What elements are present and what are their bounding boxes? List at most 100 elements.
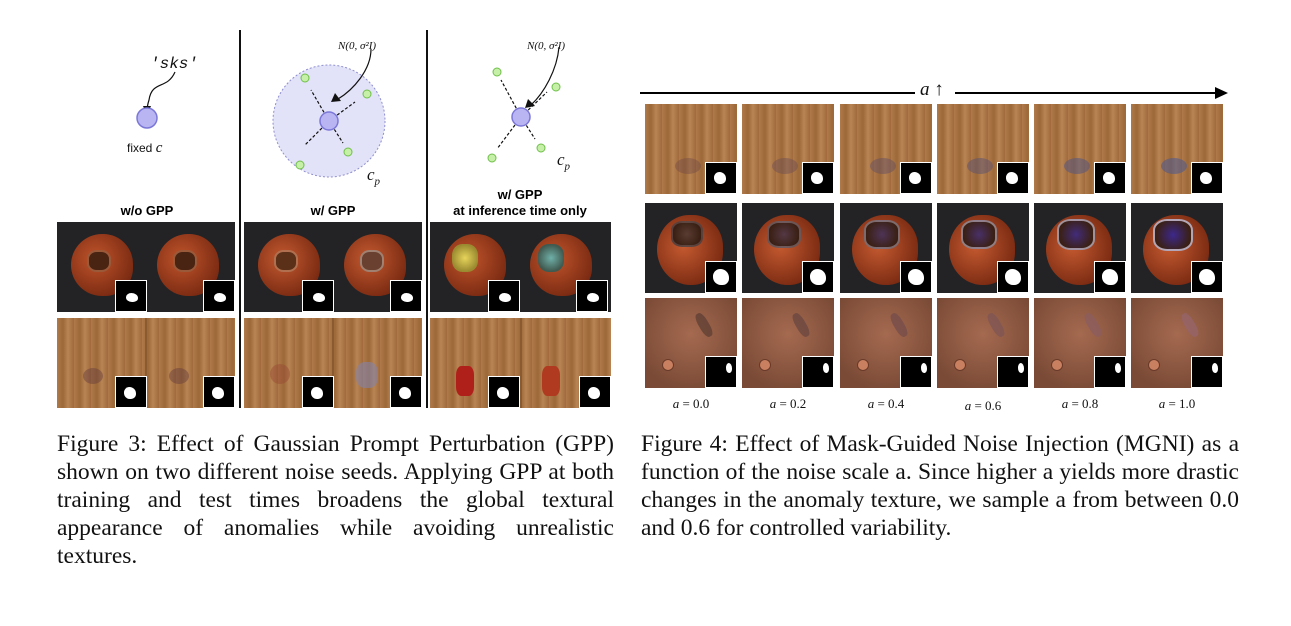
fixed-c-label: fixed c <box>127 140 162 157</box>
crack <box>1153 219 1193 251</box>
mask-blob <box>1115 363 1121 373</box>
mask-blob <box>1212 363 1218 373</box>
figure-4-caption: Figure 4: Effect of Mask-Guided Noise In… <box>641 431 1239 541</box>
dent <box>760 360 770 370</box>
dent <box>858 360 868 370</box>
region-subscript: p <box>564 160 571 173</box>
column-title-w-gpp: w/ GPP <box>310 203 356 218</box>
mask-thumbnail <box>802 356 834 388</box>
mask-thumbnail <box>1094 162 1126 194</box>
stain-1 <box>270 364 290 384</box>
defect-1 <box>452 244 478 272</box>
title-line-2: at inference time only <box>453 203 587 218</box>
hazelnut-sample <box>1131 203 1223 293</box>
mask-thumbnail <box>115 376 147 408</box>
column-title-wo-gpp: w/o GPP <box>120 203 174 218</box>
mask-blob <box>908 269 924 285</box>
wood-sample <box>1131 104 1223 194</box>
mask-blob <box>909 172 921 184</box>
crack <box>864 220 900 249</box>
axis-line-right <box>955 92 1217 94</box>
wood-sample <box>840 104 932 194</box>
stain <box>967 158 993 174</box>
mask-blob <box>1102 269 1118 285</box>
defect-1 <box>87 250 111 272</box>
mask-thumbnail <box>390 376 422 408</box>
label-value: = 1.0 <box>1168 396 1196 411</box>
mask-blob <box>810 269 826 285</box>
defect-2 <box>173 250 197 272</box>
mask-blob <box>823 363 829 373</box>
mask-thumbnail <box>705 162 737 194</box>
leather-sample <box>1131 298 1223 388</box>
mask-blob <box>921 363 927 373</box>
noise-scale-label: a = 0.2 <box>743 396 833 412</box>
hazelnut-sample <box>645 203 737 293</box>
panel-divider <box>332 318 334 408</box>
mask-blob <box>1200 172 1212 184</box>
stain <box>1161 158 1187 174</box>
prompt-token: 'sks' <box>150 55 199 73</box>
dent <box>1052 360 1062 370</box>
mask-blob <box>714 172 726 184</box>
mask-thumbnail <box>390 280 422 312</box>
hazelnut-image-wo-gpp <box>57 222 235 312</box>
region-label-gpp: cp <box>367 165 380 187</box>
noise-scale-label: a = 0.4 <box>841 396 931 412</box>
hazelnut-image-w-gpp <box>244 222 422 312</box>
mask-thumbnail <box>705 261 737 293</box>
mask-thumbnail <box>997 261 1029 293</box>
mask-thumbnail <box>488 280 520 312</box>
mask-thumbnail <box>302 376 334 408</box>
mask-thumbnail <box>900 261 932 293</box>
mask-thumbnail <box>302 280 334 312</box>
mask-thumbnail <box>203 280 235 312</box>
defect-2 <box>538 244 564 272</box>
mask-blob <box>1103 172 1115 184</box>
mask-thumbnail <box>802 261 834 293</box>
wood-image-w-gpp <box>244 318 422 408</box>
noise-scale-label: a = 0.6 <box>938 398 1028 414</box>
mask-blob <box>1006 172 1018 184</box>
crack <box>960 219 998 250</box>
mask-thumbnail <box>802 162 834 194</box>
figure-3-caption: Figure 3: Effect of Gaussian Prompt Pert… <box>57 431 614 569</box>
diagram-gpp <box>272 48 386 178</box>
dent <box>955 360 965 370</box>
region-symbol: c <box>367 165 375 184</box>
scratch <box>1179 311 1201 339</box>
stain-2 <box>169 368 189 384</box>
scratch <box>790 311 812 339</box>
crack <box>767 220 801 248</box>
hazelnut-sample <box>1034 203 1126 293</box>
mask-thumbnail <box>997 162 1029 194</box>
diagram-gpp-inference <box>487 46 561 163</box>
stain <box>1064 158 1090 174</box>
label-symbol: a <box>1158 396 1166 411</box>
column-title-w-gpp-inference: w/ GPP at inference time only <box>429 187 611 219</box>
mask-thumbnail <box>900 356 932 388</box>
scratch <box>1082 311 1104 339</box>
mask-blob <box>726 363 732 373</box>
wood-image-w-gpp-inference <box>430 318 611 408</box>
mask-thumbnail <box>488 376 520 408</box>
diagram-fixed-prompt <box>136 71 176 129</box>
region-symbol: c <box>557 150 565 169</box>
separator-2 <box>426 30 428 408</box>
wood-sample <box>742 104 834 194</box>
panel-divider <box>145 318 147 408</box>
mask-thumbnail <box>900 162 932 194</box>
noise-scale-label: a = 0.8 <box>1035 396 1125 412</box>
panel-divider <box>520 318 522 408</box>
mask-thumbnail <box>997 356 1029 388</box>
mask-thumbnail <box>705 356 737 388</box>
mask-blob <box>1018 363 1024 373</box>
separator-1 <box>239 30 241 408</box>
fixed-symbol: c <box>155 140 163 156</box>
label-value: = 0.0 <box>682 396 710 411</box>
noise-scale-label: a = 1.0 <box>1132 396 1222 412</box>
defect-2 <box>360 250 384 272</box>
region-subscript: p <box>374 175 381 188</box>
mask-thumbnail <box>1191 356 1223 388</box>
label-symbol: a <box>672 396 680 411</box>
